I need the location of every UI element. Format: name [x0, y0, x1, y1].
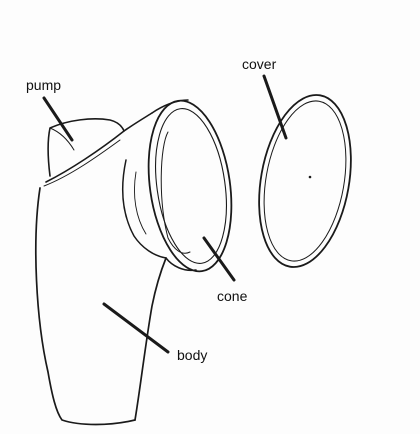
cone-part — [138, 95, 241, 276]
cone-leader-line — [204, 238, 234, 280]
body-leader-line — [104, 304, 168, 352]
body-part — [36, 113, 166, 425]
pump-part — [48, 119, 124, 176]
cover-label: cover — [242, 57, 276, 71]
body-label: body — [177, 348, 207, 362]
cover-center-dot — [309, 176, 312, 179]
pump-leader-line — [44, 98, 72, 140]
pump-label: pump — [26, 78, 61, 92]
cone-label: cone — [217, 289, 247, 303]
cover-leader-line — [264, 76, 286, 138]
cover-part — [247, 88, 364, 275]
